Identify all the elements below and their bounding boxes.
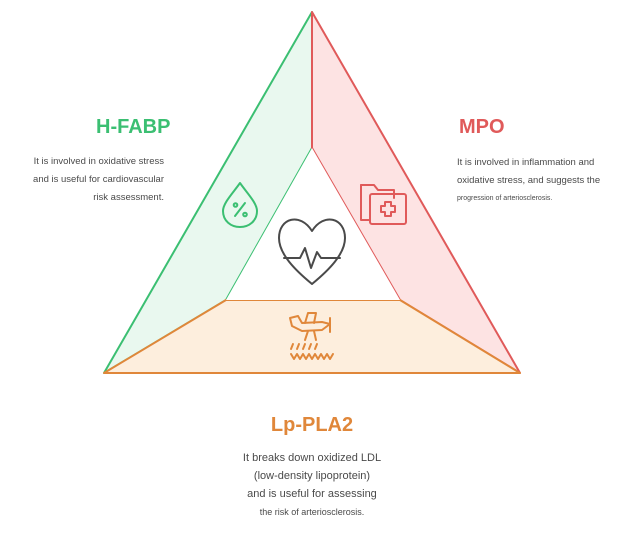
lppla2-description-line: and is useful for assessing — [247, 488, 377, 500]
hfabp-description: It is involved in oxidative stress and i… — [30, 153, 164, 207]
hfabp-description-line: risk assessment. — [93, 192, 164, 203]
hfabp-description-line: It is involved in oxidative stress — [33, 156, 164, 167]
hfabp-description-line: and is useful for cardiovascular — [33, 174, 164, 185]
lppla2-title: Lp-PLA2 — [270, 414, 354, 436]
mpo-description: It is involved in inflammation and oxida… — [457, 154, 617, 208]
heart-pulse-icon — [278, 218, 346, 285]
crop-duster-icon — [289, 312, 334, 360]
mpo-title: MPO — [459, 116, 505, 138]
center-triangle — [226, 148, 400, 300]
medical-folder-icon — [360, 184, 407, 225]
mpo-description-line: oxidative stress, and suggests the — [457, 175, 601, 186]
mpo-description-line: progression of arteriosclerosis. — [457, 195, 553, 202]
hfabp-title: H-FABP — [96, 116, 171, 138]
lppla2-description-line: It breaks down oxidized LDL — [242, 452, 382, 464]
percent-drop-icon — [222, 182, 258, 228]
mpo-description-line: It is involved in inflammation and — [457, 157, 595, 168]
lppla2-description-line: (low-density lipoprotein) — [253, 470, 371, 482]
lppla2-description: It breaks down oxidized LDL (low-density… — [157, 449, 467, 521]
lppla2-description-line: the risk of arteriosclerosis. — [259, 507, 365, 517]
